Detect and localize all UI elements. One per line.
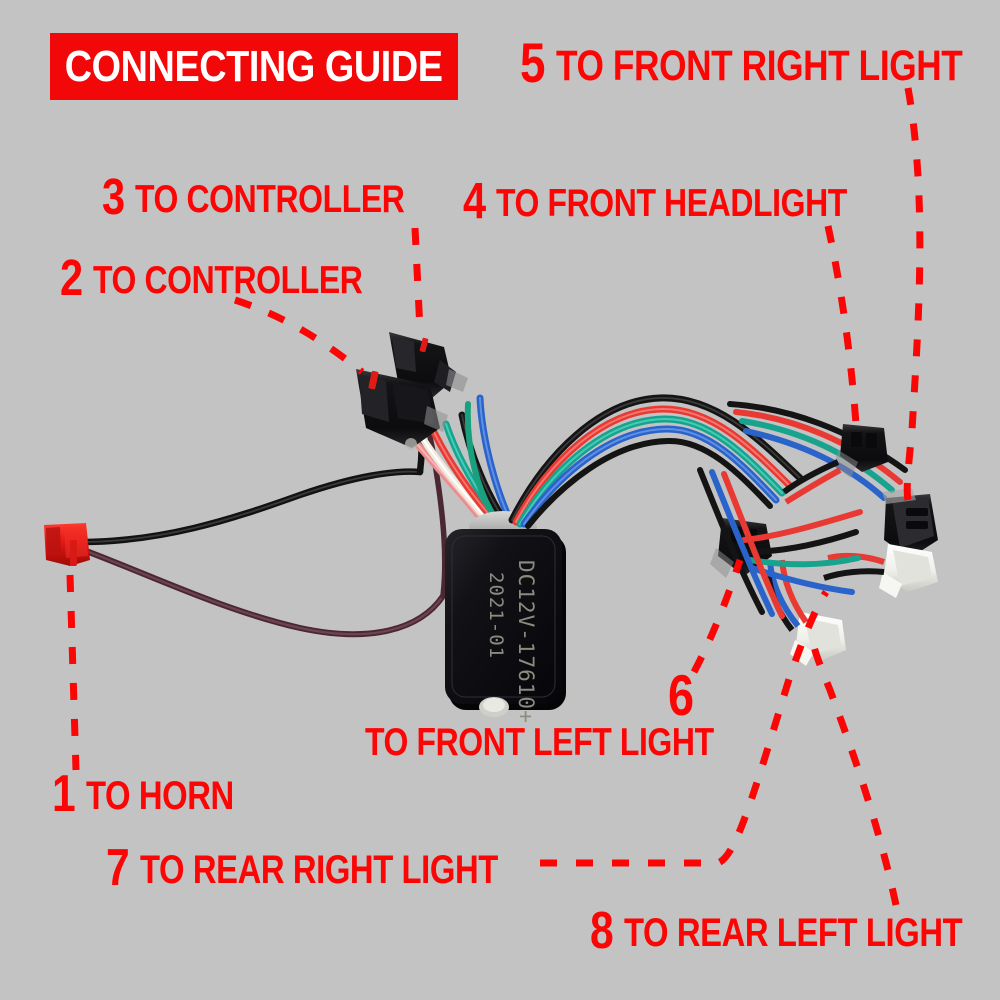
label-6-text-wrap: TO FRONT LEFT LIGHT (365, 723, 790, 762)
label-6-number-wrap: 6 (668, 664, 705, 728)
label-3-text: TO CONTROLLER (134, 178, 405, 221)
label-7-number: 7 (106, 839, 130, 897)
label-3-number: 3 (102, 168, 125, 225)
label-5-text: TO FRONT RIGHT LIGHT (556, 42, 963, 90)
label-8-text: TO REAR LEFT LIGHT (623, 911, 963, 955)
label-1-number: 1 (52, 765, 76, 823)
label-4-text: TO FRONT HEADLIGHT (495, 182, 847, 225)
page-title: CONNECTING GUIDE (65, 41, 443, 91)
controller-module: DC12V-17610+ 2021-01 (445, 511, 566, 724)
label-7-text: TO REAR RIGHT LIGHT (139, 848, 498, 892)
front-right-connector (882, 488, 938, 558)
horn-connector (44, 523, 90, 566)
module-text-line1: DC12V-17610+ (514, 560, 538, 724)
label-8-number: 8 (590, 902, 614, 960)
module-text-line2: 2021-01 (485, 572, 507, 659)
label-5-number: 5 (520, 31, 546, 94)
right-wire-bundle (508, 394, 908, 529)
label-2-number: 2 (60, 249, 83, 306)
controller-connector-large (356, 369, 448, 450)
label-2-text: TO CONTROLLER (92, 259, 363, 302)
label-6-number: 6 (668, 664, 694, 728)
page-title-banner: CONNECTING GUIDE (50, 33, 458, 100)
label-1-text: TO HORN (85, 774, 234, 818)
label-6-text: TO FRONT LEFT LIGHT (365, 721, 714, 764)
label-4-number: 4 (463, 172, 486, 229)
front-headlight-connector (782, 424, 888, 505)
